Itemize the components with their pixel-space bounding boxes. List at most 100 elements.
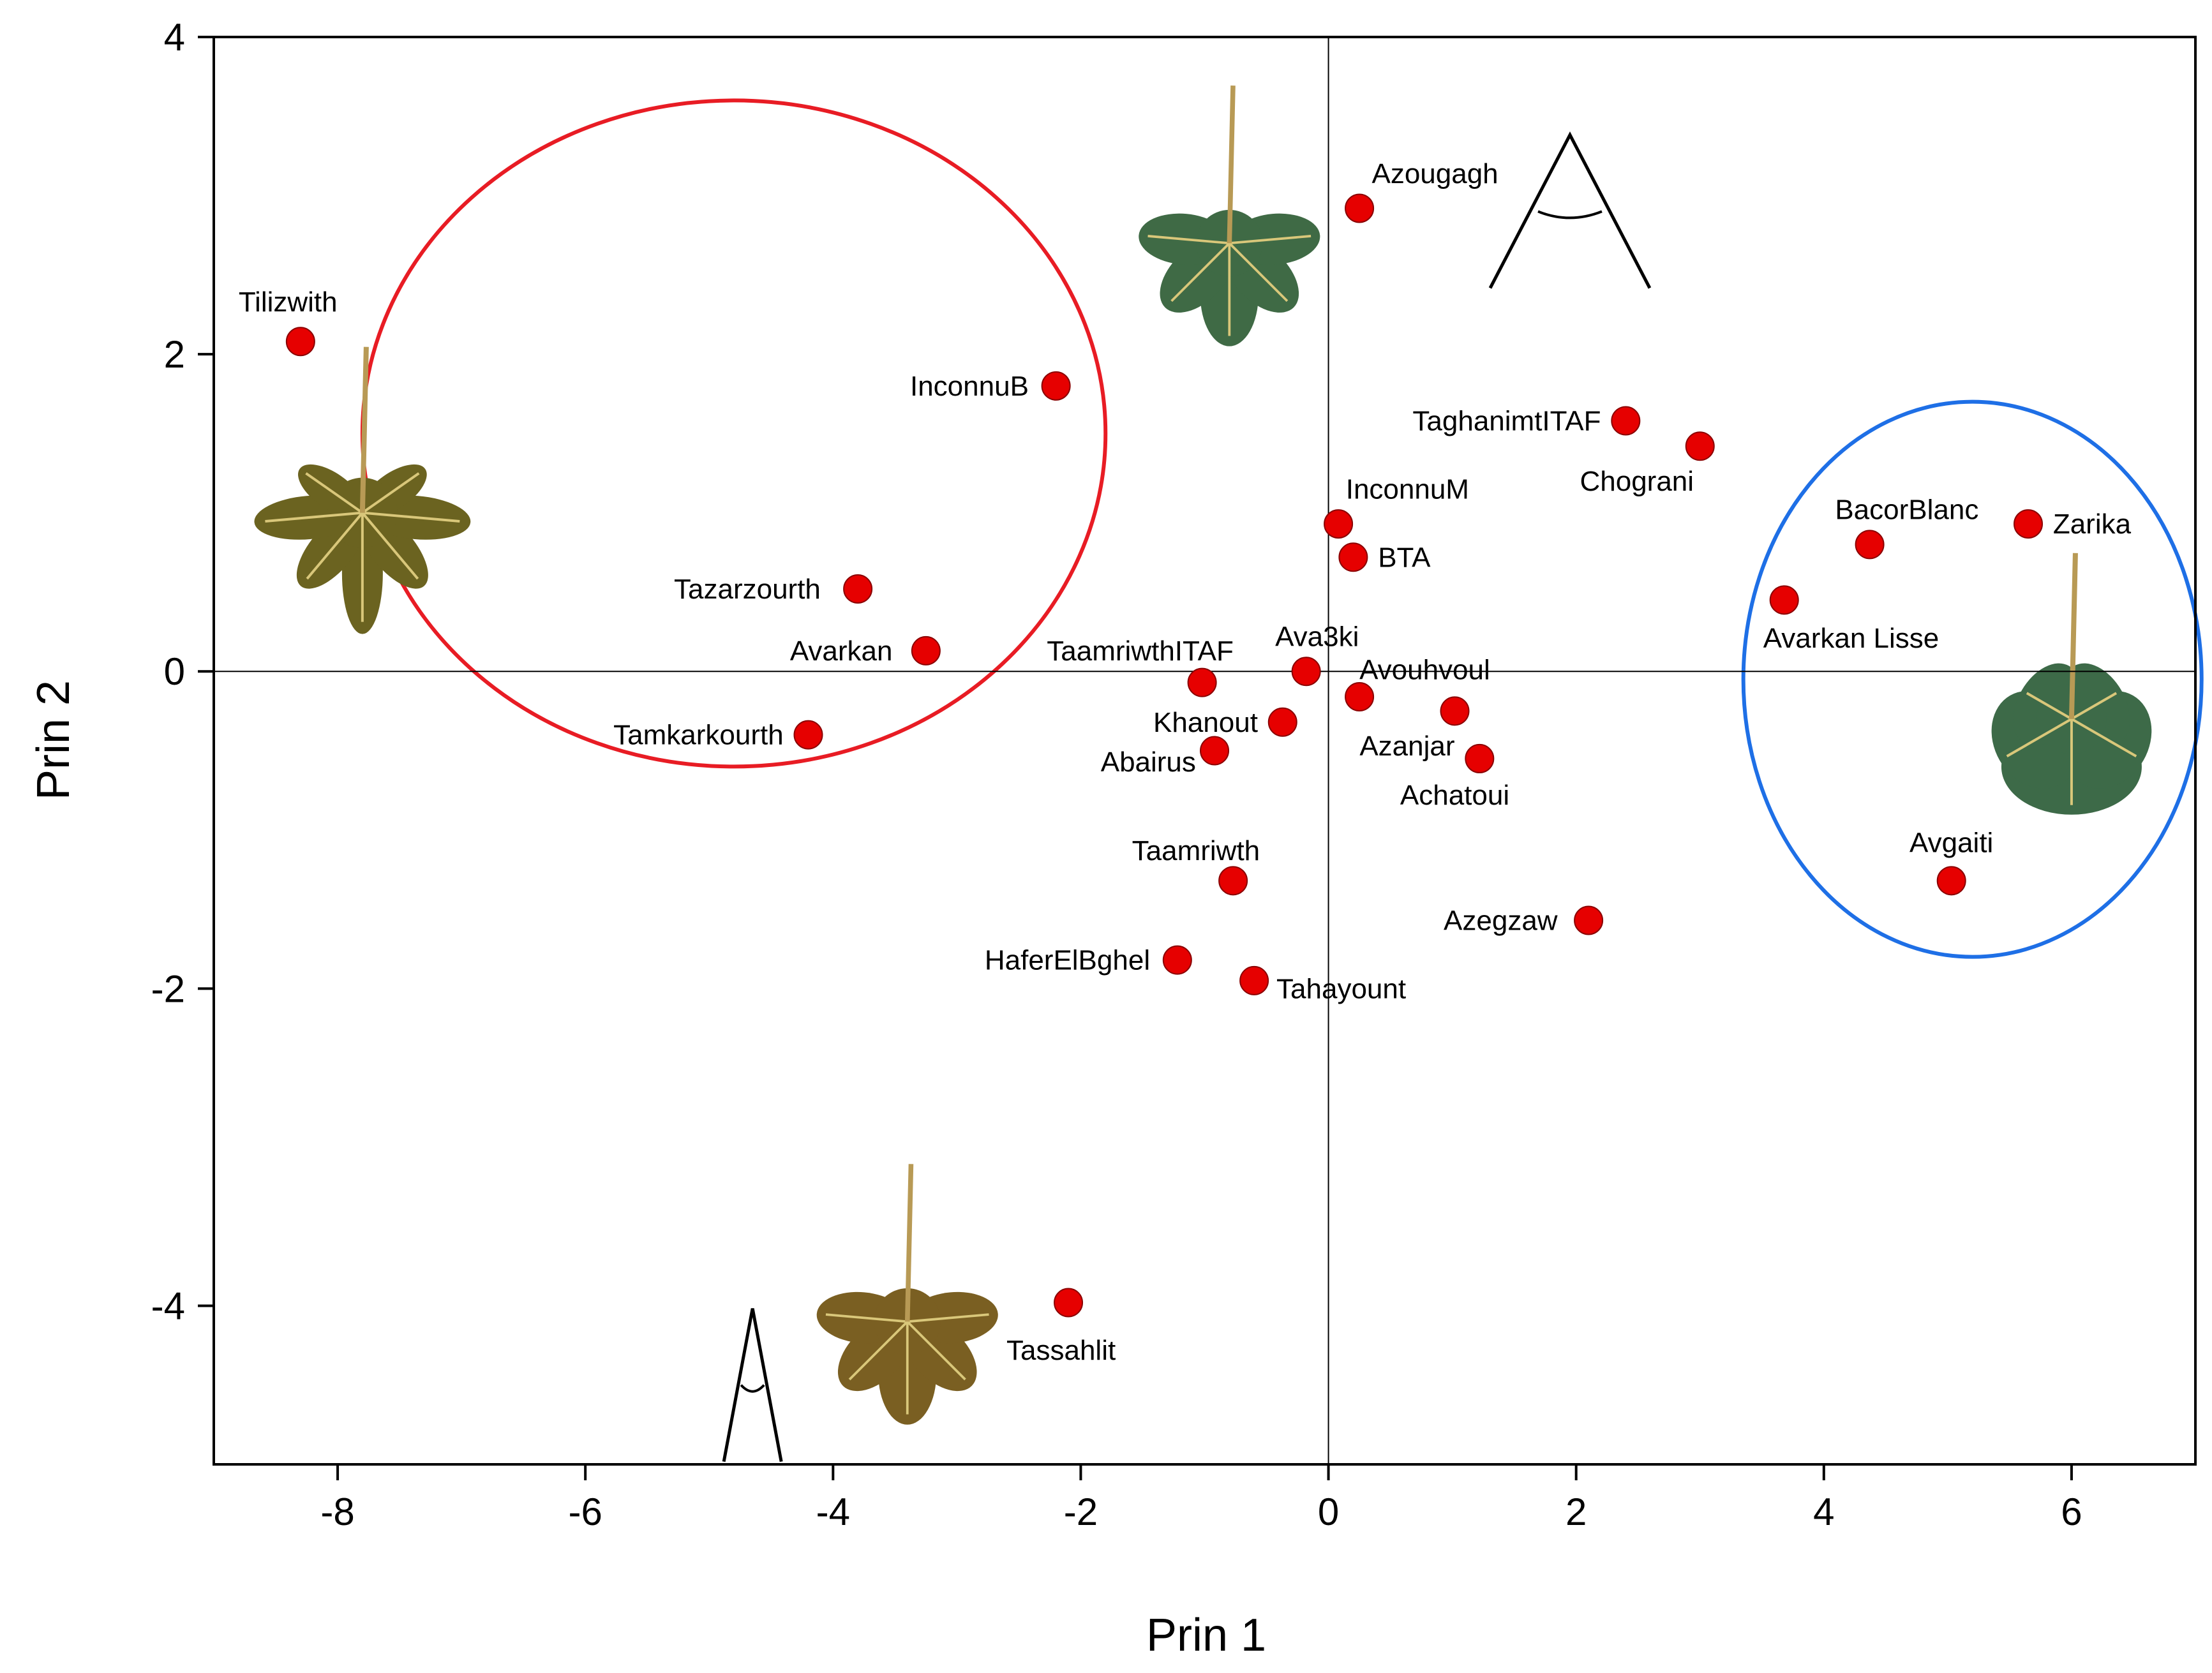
leaf-vein xyxy=(2006,718,2072,758)
leaf-vein xyxy=(2070,692,2118,720)
y-tick-label: 0 xyxy=(164,650,185,693)
x-tick-label: 6 xyxy=(2061,1491,2082,1533)
point-label: Zarika xyxy=(2053,509,2132,540)
x-tick-label: -6 xyxy=(569,1491,602,1533)
data-point xyxy=(1187,667,1217,697)
point-label: Tamkarkourth xyxy=(613,720,784,751)
y-tick-label: 2 xyxy=(164,333,185,376)
lobed-leaf-top-icon xyxy=(1139,86,1320,346)
y-tick-label: 4 xyxy=(164,16,185,59)
point-label: Avgaiti xyxy=(1909,828,1993,859)
data-point xyxy=(1162,945,1192,975)
point-label: Tilizwith xyxy=(239,286,338,318)
annotation-layer xyxy=(254,86,2204,1462)
point-label: Avarkan Lisse xyxy=(1763,623,1939,654)
point-label: Tazarzourth xyxy=(674,574,821,605)
point-label: BacorBlanc xyxy=(1835,494,1978,526)
data-point xyxy=(843,574,873,604)
leaf-vein xyxy=(305,472,364,514)
leaf-vein xyxy=(265,511,363,523)
point-label: Abairus xyxy=(1101,747,1196,778)
data-point xyxy=(2014,509,2044,539)
leaf-stem xyxy=(904,1164,914,1322)
point-label: Chograni xyxy=(1580,466,1694,497)
data-point xyxy=(1685,431,1715,461)
lobed-leaf-bottom-icon xyxy=(816,1164,998,1425)
leaf-vein xyxy=(2070,718,2137,758)
x-tick-label: 4 xyxy=(1813,1491,1834,1533)
data-point xyxy=(1054,1288,1084,1318)
y-tick-label: -4 xyxy=(151,1284,185,1327)
data-point xyxy=(1855,530,1885,560)
data-point xyxy=(285,327,315,357)
point-label: Taamriwth xyxy=(1132,835,1260,866)
leaf-vein xyxy=(362,511,460,523)
leaf-vein xyxy=(2026,692,2072,720)
data-point xyxy=(1574,905,1604,935)
point-label: Ava3ki xyxy=(1275,621,1359,653)
leaf-stem xyxy=(2068,553,2078,719)
x-tick-label: -2 xyxy=(1064,1491,1098,1533)
point-label: TaamriwthITAF xyxy=(1047,636,1234,667)
data-point xyxy=(1239,965,1269,995)
point-label: Khanout xyxy=(1153,707,1258,738)
data-point xyxy=(1218,866,1248,896)
angle-lines xyxy=(722,1308,783,1462)
angle-lines xyxy=(1488,131,1652,289)
data-point xyxy=(1345,681,1375,711)
point-label: Azanjar xyxy=(1359,731,1454,762)
data-point xyxy=(1200,736,1230,766)
data-point xyxy=(1465,743,1495,773)
data-point xyxy=(1611,406,1641,436)
leaf-stem xyxy=(1227,86,1236,244)
leaf-vein xyxy=(1147,235,1230,245)
data-point xyxy=(793,720,823,750)
leaf-stem xyxy=(359,346,369,513)
leaf-vein xyxy=(1229,235,1312,245)
y-axis-title: Prin 2 xyxy=(28,680,79,800)
point-label: InconnuB xyxy=(910,371,1029,402)
wide-angle-icon xyxy=(1488,131,1652,289)
angle-arc xyxy=(740,1384,765,1393)
narrow-angle-icon xyxy=(722,1308,783,1462)
data-point xyxy=(1041,371,1071,401)
point-label: Azougagh xyxy=(1371,158,1498,190)
point-label: Avarkan xyxy=(790,636,893,667)
data-point xyxy=(1267,707,1297,737)
x-tick-label: 0 xyxy=(1318,1491,1339,1533)
x-tick-label: -8 xyxy=(320,1491,354,1533)
point-label: Avouhvoul xyxy=(1359,655,1490,686)
leaf-vein xyxy=(306,512,364,580)
data-point xyxy=(1338,542,1368,572)
leaf-vein xyxy=(361,472,420,514)
y-tick-label: -2 xyxy=(151,967,185,1010)
blue-group-ellipse xyxy=(1741,399,2204,959)
leaf-vein xyxy=(1228,242,1289,302)
point-label: TaghanimtITAF xyxy=(1412,406,1601,437)
point-label: Azegzaw xyxy=(1444,905,1558,936)
point-label: BTA xyxy=(1378,542,1431,573)
data-point xyxy=(1440,696,1470,726)
plot-frame xyxy=(213,36,2197,1466)
x-axis-title: Prin 1 xyxy=(1146,1610,1266,1661)
rounded-leaf-right-icon xyxy=(1991,553,2152,815)
data-point xyxy=(1936,866,1966,896)
leaf-vein xyxy=(907,1313,989,1323)
data-point xyxy=(1345,193,1375,223)
data-point xyxy=(911,636,941,665)
point-label: HaferElBghel xyxy=(985,945,1150,976)
x-tick-label: -4 xyxy=(816,1491,850,1533)
data-point xyxy=(1769,585,1799,615)
data-point xyxy=(1324,509,1354,539)
point-label: Achatoui xyxy=(1400,780,1509,811)
point-label: Tassahlit xyxy=(1006,1335,1116,1366)
x-tick-label: 2 xyxy=(1566,1491,1587,1533)
data-point xyxy=(1291,657,1321,687)
leaf-vein xyxy=(825,1313,908,1323)
red-group-ellipse xyxy=(360,98,1108,769)
leaf-vein xyxy=(361,512,419,580)
point-label: InconnuM xyxy=(1346,473,1469,505)
angle-arc xyxy=(1537,210,1603,219)
